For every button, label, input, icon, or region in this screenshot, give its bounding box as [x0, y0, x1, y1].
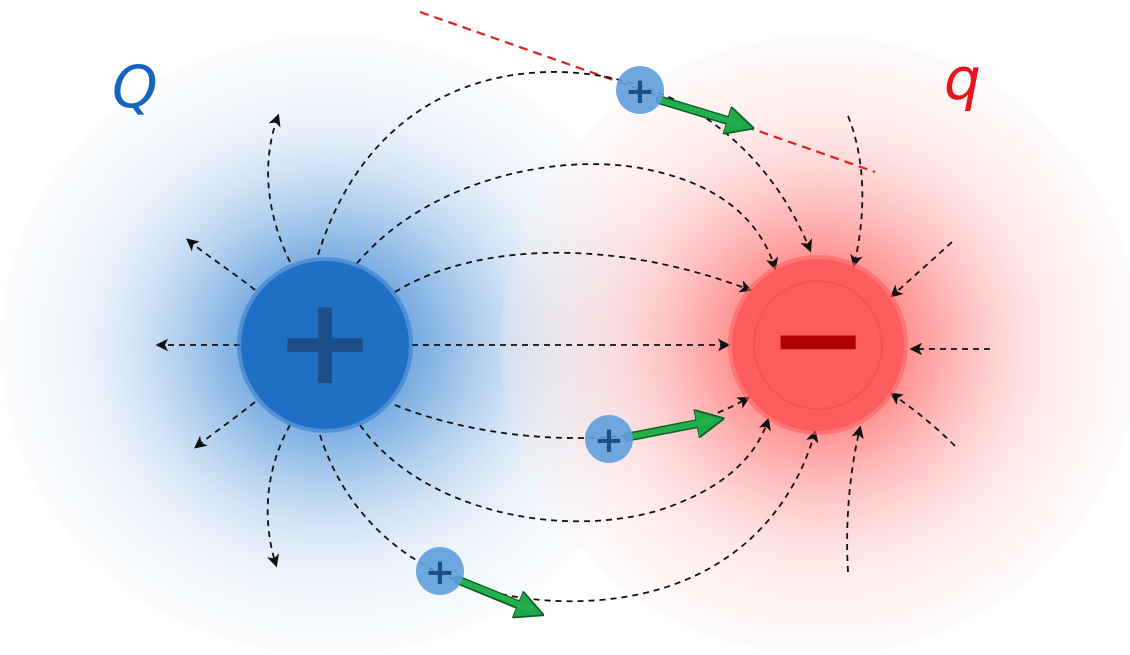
- field-lines-inward: [846, 115, 990, 573]
- field-line-bottom-outer: [319, 429, 819, 603]
- field-line-top-inner: [394, 251, 753, 293]
- negative-charge-sign: −: [768, 270, 869, 409]
- probe-charge-middle: +: [585, 415, 716, 463]
- probe-sign-top: +: [625, 71, 655, 112]
- positive-charge: +: [237, 257, 413, 433]
- field-line-in-top: [847, 115, 864, 268]
- field-lines-outward: [155, 113, 291, 568]
- negative-charge: −: [728, 255, 908, 435]
- field-line-top-outer: [317, 71, 813, 256]
- probe-sign-bottom: +: [425, 552, 455, 593]
- field-line-out-up: [267, 113, 291, 263]
- probe-charge-top: +: [616, 66, 746, 126]
- field-line-top-middle: [349, 163, 779, 273]
- probe-sign-middle: +: [594, 420, 624, 461]
- positive-charge-sign: +: [275, 273, 376, 412]
- field-line-out-downleft: [194, 401, 256, 449]
- probe-charge-bottom: +: [416, 547, 536, 612]
- source-charge-label: Q: [112, 53, 158, 121]
- test-charge-label: q: [944, 45, 981, 113]
